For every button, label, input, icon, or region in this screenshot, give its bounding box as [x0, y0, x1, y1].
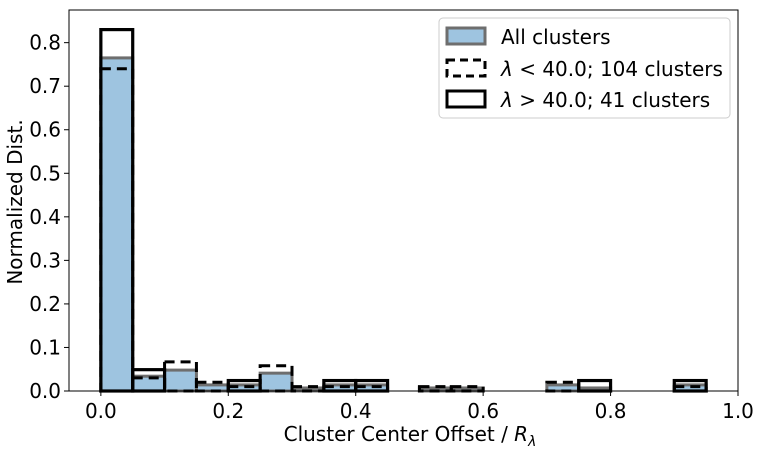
y-tick-label-5: 0.5 — [29, 161, 61, 185]
legend-label-high-lambda-symbol: λ — [500, 88, 513, 112]
x-tick-label-5: 1.0 — [722, 399, 754, 423]
x-axis-label-text: Cluster Center Offset / — [284, 422, 515, 446]
all-clusters-bar-0 — [99, 56, 135, 393]
legend-swatch-all-clusters — [445, 26, 487, 46]
x-axis-label-symbol: R — [514, 422, 528, 446]
legend-label-all-clusters: All clusters — [501, 25, 611, 49]
x-axis-ticks: 0.0 0.2 0.4 0.6 0.8 1.0 — [85, 391, 754, 423]
legend-swatch-low-lambda — [445, 58, 487, 78]
y-tick-label-3: 0.3 — [29, 248, 61, 272]
plot-frame — [68, 9, 739, 392]
y-tick-label-6: 0.6 — [29, 118, 61, 142]
y-tick-label-8: 0.8 — [29, 31, 61, 55]
y-axis-ticks: 0.0 0.1 0.2 0.3 0.4 0.5 0.6 0.7 0.8 — [29, 31, 69, 403]
x-tick-label-1: 0.2 — [212, 399, 244, 423]
y-tick-label-7: 0.7 — [29, 74, 61, 98]
all-clusters-bar-2 — [163, 368, 198, 393]
legend-label-low-lambda-symbol: λ — [500, 57, 513, 81]
legend-label-high-lambda: λ > 40.0; 41 clusters — [500, 88, 710, 112]
x-axis-label: Cluster Center Offset / Rλ — [284, 422, 537, 450]
legend-label-low-lambda: λ < 40.0; 104 clusters — [500, 57, 723, 81]
y-tick-label-4: 0.4 — [29, 205, 61, 229]
x-tick-label-0: 0.0 — [85, 399, 117, 423]
legend-box — [438, 17, 731, 119]
legend: All clusters λ < 40.0; 104 clusters λ > … — [438, 17, 731, 119]
x-tick-label-3: 0.6 — [467, 399, 499, 423]
x-tick-label-4: 0.8 — [595, 399, 627, 423]
all-clusters-bar-5 — [258, 371, 294, 393]
y-axis-label: Normalized Dist. — [3, 119, 27, 284]
legend-label-high-lambda-text: > 40.0; 41 clusters — [513, 88, 710, 112]
y-tick-label-2: 0.2 — [29, 292, 61, 316]
legend-swatch-high-lambda — [445, 89, 487, 109]
y-tick-label-0: 0.0 — [29, 379, 61, 403]
y-tick-label-1: 0.1 — [29, 335, 61, 359]
legend-label-low-lambda-text: < 40.0; 104 clusters — [513, 57, 723, 81]
x-tick-label-2: 0.4 — [340, 399, 372, 423]
x-axis-label-subscript: λ — [527, 434, 536, 450]
